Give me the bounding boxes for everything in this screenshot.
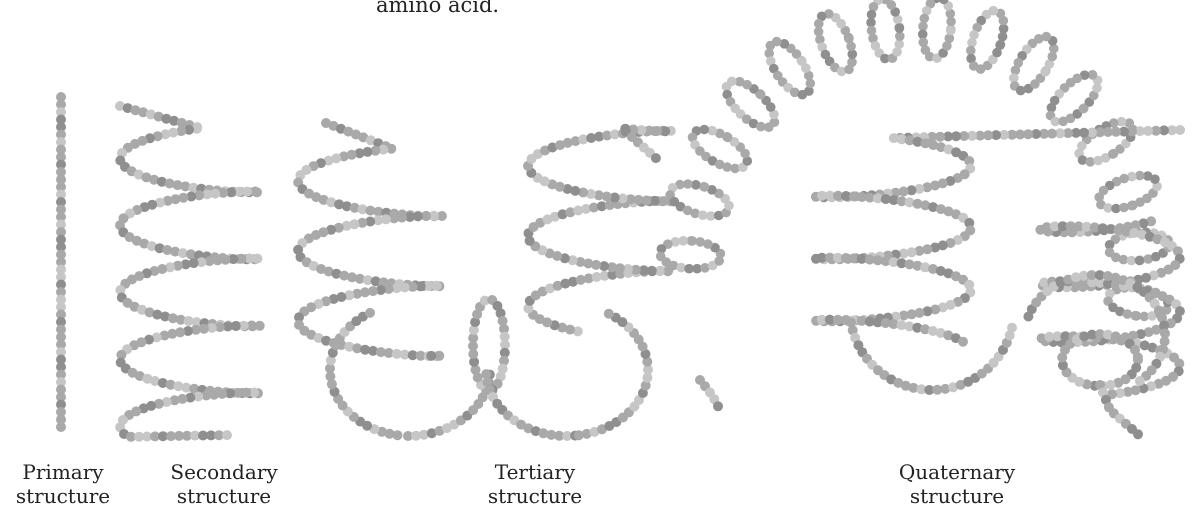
secondary-caption-line2: structure (177, 484, 271, 506)
amino-acid-bead (756, 90, 766, 100)
secondary-structure-figure (115, 101, 265, 442)
amino-acid-bead (426, 351, 436, 361)
amino-acid-bead (806, 79, 816, 89)
amino-acid-bead (844, 34, 854, 44)
quaternary-caption-line1: Quaternary (899, 460, 1016, 484)
primary-caption-line2: structure (16, 484, 110, 506)
primary-structure-figure (56, 92, 66, 432)
tertiary-structure-figure (293, 118, 676, 441)
amino-acid-bead (995, 40, 1005, 50)
amino-acid-bead (222, 430, 232, 440)
quaternary-caption-line2: structure (910, 484, 1004, 506)
secondary-caption-line1: Secondary (170, 460, 278, 484)
amino-acid-bead (1079, 104, 1089, 114)
amino-acid-bead (797, 56, 807, 66)
amino-acid-bead (723, 133, 733, 143)
primary-caption-line1: Primary (22, 460, 104, 484)
amino-acid-bead (1131, 311, 1141, 321)
amino-acid-bead (604, 309, 614, 319)
header-fragment: amino acid. (376, 0, 499, 17)
amino-acid-bead (651, 153, 661, 163)
amino-acid-bead (56, 422, 66, 432)
amino-acid-bead (700, 182, 710, 192)
amino-acid-bead (946, 26, 956, 36)
amino-acid-bead (1123, 309, 1133, 319)
amino-acid-bead (1108, 149, 1118, 159)
quaternary-structure-figure (656, 0, 1185, 439)
amino-acid-bead (895, 23, 905, 33)
amino-acid-bead (1133, 429, 1143, 439)
amino-acid-bead (713, 401, 723, 411)
amino-acid-bead (1135, 376, 1145, 386)
amino-acid-bead (1127, 201, 1137, 211)
amino-acid-bead (1133, 352, 1143, 362)
amino-acid-bead (1135, 256, 1145, 266)
amino-acid-bead (1007, 323, 1017, 333)
tertiary-caption-line1: Tertiary (495, 460, 576, 484)
amino-acid-bead (1040, 67, 1050, 77)
amino-acid-bead (688, 236, 698, 246)
amino-acid-bead (958, 337, 968, 347)
tertiary-caption-line2: structure (488, 484, 582, 506)
amino-acid-bead (365, 308, 375, 318)
